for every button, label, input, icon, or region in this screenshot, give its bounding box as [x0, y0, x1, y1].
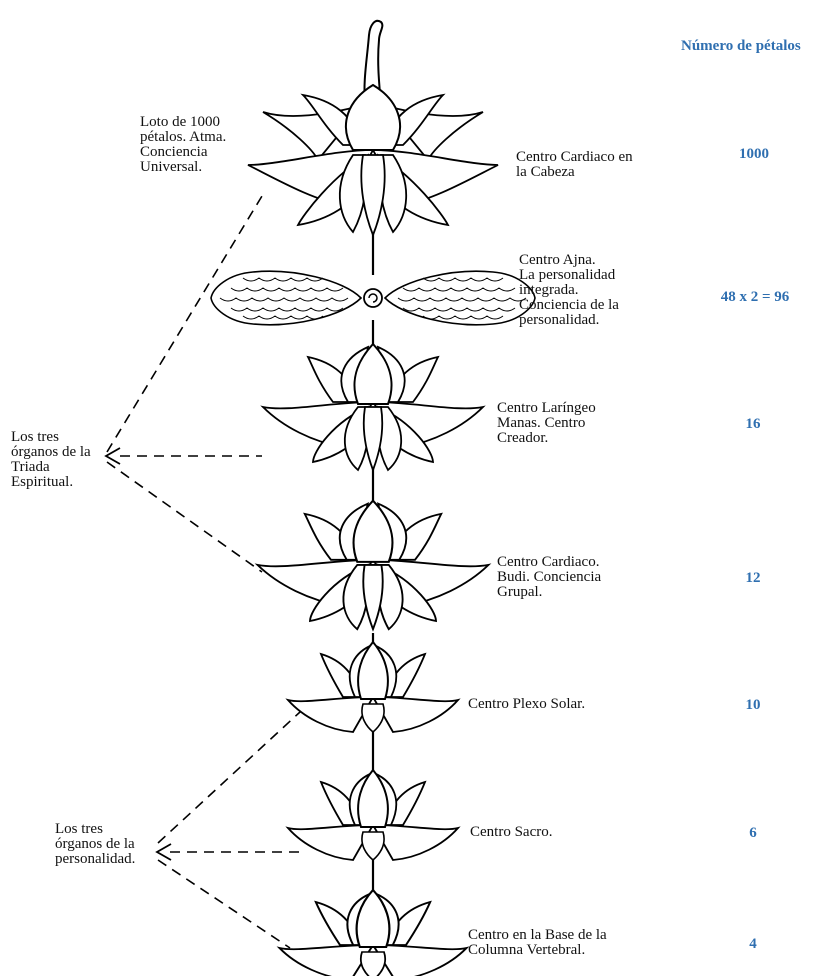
petal-count-solar-plexus: 10 [745, 697, 761, 713]
petal-count-header: Número de pétalos [681, 38, 801, 54]
lotus-1000-annotation: Loto de 1000 pétalos. Atma. Conciencia U… [140, 114, 227, 175]
heart-center-icon [256, 499, 490, 631]
center-label-base: Centro en la Base de la Columna Vertebra… [468, 927, 607, 958]
petal-count-head: 1000 [739, 146, 769, 162]
lotus-1000-icon [247, 19, 499, 236]
arrowheads [104, 447, 172, 861]
ajna-center-icon [210, 270, 536, 326]
spiritual-triad-annotation: Los tres órganos de la Triada Espiritual… [11, 429, 91, 490]
petal-count-sacral: 6 [749, 825, 757, 841]
petal-count-base: 4 [749, 936, 757, 952]
petal-count-throat: 16 [745, 416, 761, 432]
center-label-heart: Centro Cardiaco. Budi. Conciencia Grupal… [497, 554, 602, 600]
solar-plexus-center-icon [287, 641, 459, 733]
center-label-head: Centro Cardiaco en la Cabeza [516, 149, 633, 180]
center-label-ajna: Centro Ajna. La personalidad integrada. … [519, 252, 619, 328]
dashed-connectors [106, 195, 301, 949]
sacral-center-icon [287, 769, 459, 861]
center-label-throat: Centro Laríngeo Manas. Centro Creador. [497, 400, 596, 446]
center-label-sacral: Centro Sacro. [470, 824, 553, 840]
personality-annotation: Los tres órganos de la personalidad. [55, 821, 136, 867]
base-center-icon [278, 888, 468, 976]
petal-count-heart: 12 [745, 570, 761, 586]
petal-count-ajna: 48 x 2 = 96 [720, 289, 790, 305]
center-label-solar-plexus: Centro Plexo Solar. [468, 696, 586, 712]
throat-center-icon [262, 343, 484, 471]
